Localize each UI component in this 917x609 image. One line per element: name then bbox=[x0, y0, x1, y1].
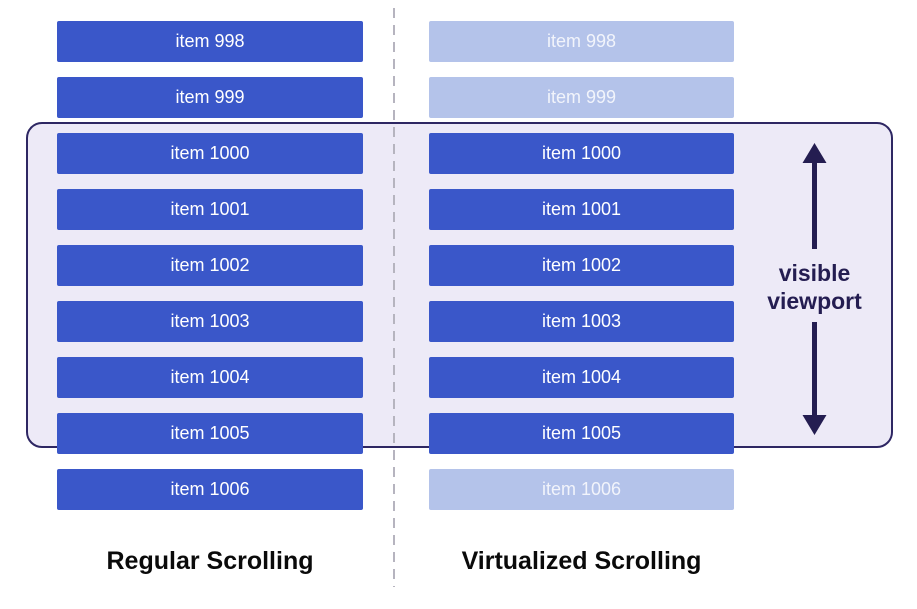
list-item: item 998 bbox=[57, 21, 363, 62]
list-item: item 1005 bbox=[429, 413, 734, 454]
list-item: item 1001 bbox=[57, 189, 363, 230]
list-item: item 1004 bbox=[57, 357, 363, 398]
list-item: item 1006 bbox=[57, 469, 363, 510]
title-virtualized-scrolling: Virtualized Scrolling bbox=[461, 547, 702, 575]
viewport-arrow-down-icon bbox=[802, 322, 827, 435]
viewport-arrow-up-icon bbox=[802, 143, 827, 249]
list-item: item 1003 bbox=[57, 301, 363, 342]
list-item: item 1005 bbox=[57, 413, 363, 454]
column-divider-dashed-line bbox=[393, 8, 395, 587]
list-item: item 1002 bbox=[57, 245, 363, 286]
list-item: item 1003 bbox=[429, 301, 734, 342]
list-item: item 1002 bbox=[429, 245, 734, 286]
list-item: item 1006 bbox=[429, 469, 734, 510]
list-item: item 999 bbox=[429, 77, 734, 118]
viewport-label: visible viewport bbox=[767, 260, 862, 314]
column-virtualized-scrolling: item 998 item 999 item 1000 item 1001 it… bbox=[429, 21, 734, 510]
list-item: item 999 bbox=[57, 77, 363, 118]
title-regular-scrolling: Regular Scrolling bbox=[106, 547, 314, 575]
list-item: item 1000 bbox=[57, 133, 363, 174]
list-item: item 998 bbox=[429, 21, 734, 62]
list-item: item 1001 bbox=[429, 189, 734, 230]
list-item: item 1004 bbox=[429, 357, 734, 398]
column-regular-scrolling: item 998 item 999 item 1000 item 1001 it… bbox=[57, 21, 363, 510]
list-item: item 1000 bbox=[429, 133, 734, 174]
